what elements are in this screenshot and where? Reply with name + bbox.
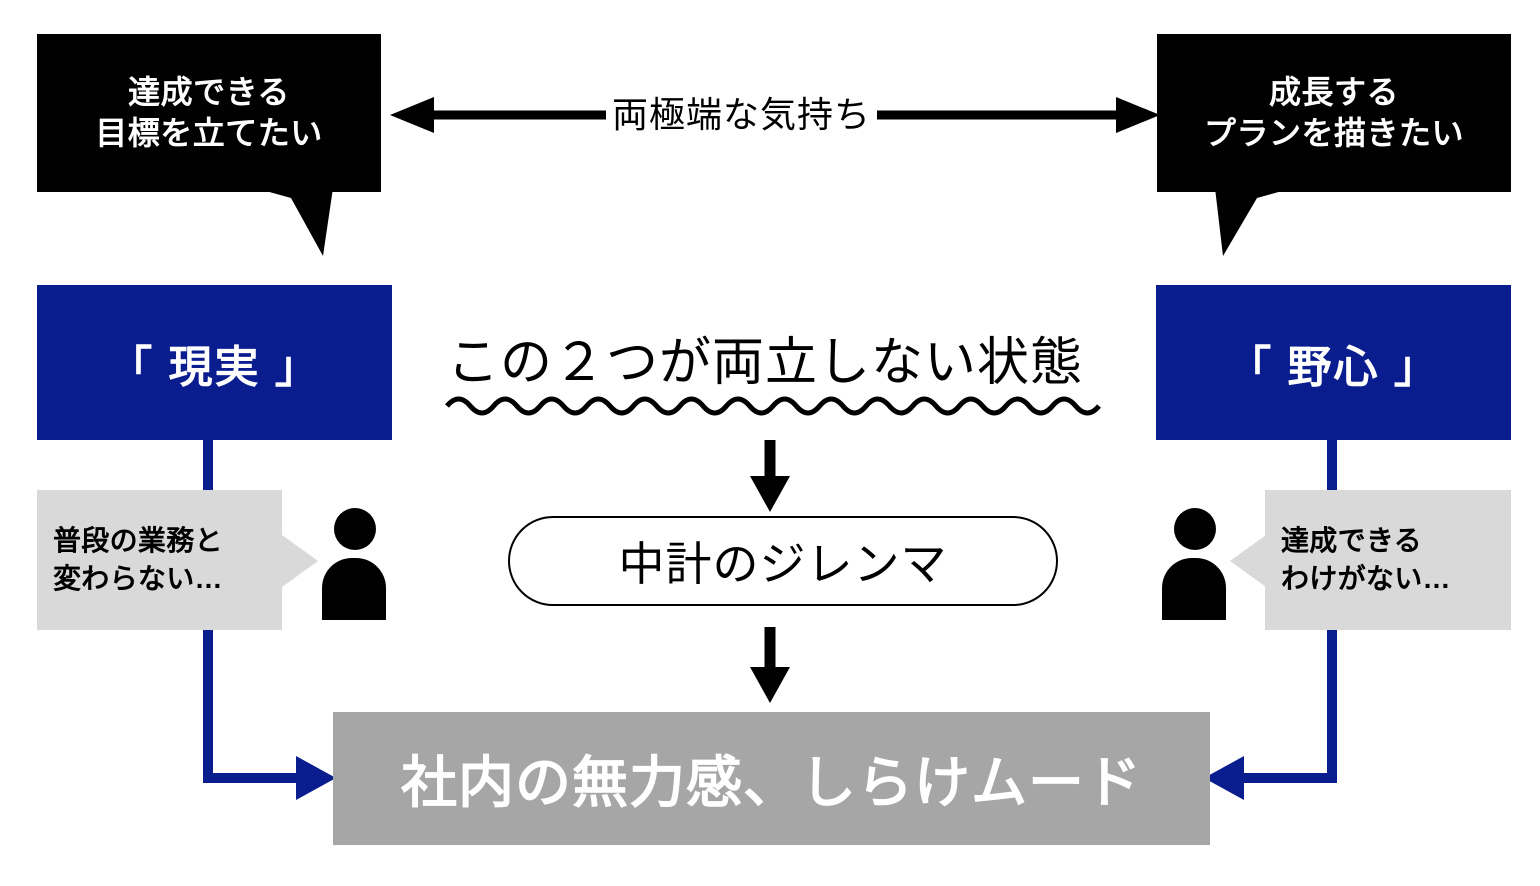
pillar-box-reality: 「 現実 」 [37,285,392,440]
person-icon-left-head [334,508,376,550]
speech-bubble-left-line2: 目標を立てたい [95,115,323,151]
callout-right: 達成できる わけがない… [1265,490,1511,630]
outcome-bar-label: 社内の無力感、しらけムード [401,751,1142,814]
speech-bubble-right-line2: プランを描きたい [1203,115,1464,151]
person-icon-right-head [1174,508,1216,550]
callout-left-tail-icon [282,535,318,587]
speech-bubble-right-tail-icon [1215,188,1293,256]
speech-bubble-left-tail-icon [255,188,333,256]
callout-left: 普段の業務と 変わらない… [37,490,282,630]
center-statement: この２つが両立しない状態 [447,334,1084,392]
callout-right-line2: わけがない… [1281,563,1451,594]
callout-right-line1: 達成できる [1281,525,1422,557]
outcome-bar: 社内の無力感、しらけムード [333,712,1210,845]
speech-bubble-left-line1: 達成できる [128,74,290,111]
pillar-box-ambition: 「 野心 」 [1156,285,1511,440]
dilemma-pill: 中計のジレンマ [508,516,1058,606]
person-icon-right [1158,508,1230,620]
pillar-box-ambition-label: 「 野心 」 [1227,342,1440,392]
callout-right-tail-icon [1230,535,1266,587]
dilemma-pill-label: 中計のジレンマ [618,538,948,590]
person-icon-right-body [1162,558,1226,620]
speech-bubble-right: 成長する プランを描きたい [1157,34,1511,192]
wavy-underline-icon [445,396,1101,416]
person-icon-left [318,508,390,620]
speech-bubble-left: 達成できる 目標を立てたい [37,34,381,192]
pillar-box-reality-label: 「 現実 」 [108,342,321,392]
bipolar-arrow-label: 両極端な気持ち [606,93,878,137]
person-icon-left-body [322,558,386,620]
speech-bubble-right-line1: 成長する [1268,74,1399,111]
arrow-down-to-dilemma-icon [750,440,790,512]
callout-left-line1: 普段の業務と [53,525,223,557]
arrow-down-to-outcome-icon [750,627,790,703]
callout-left-line2: 変わらない… [53,563,223,594]
